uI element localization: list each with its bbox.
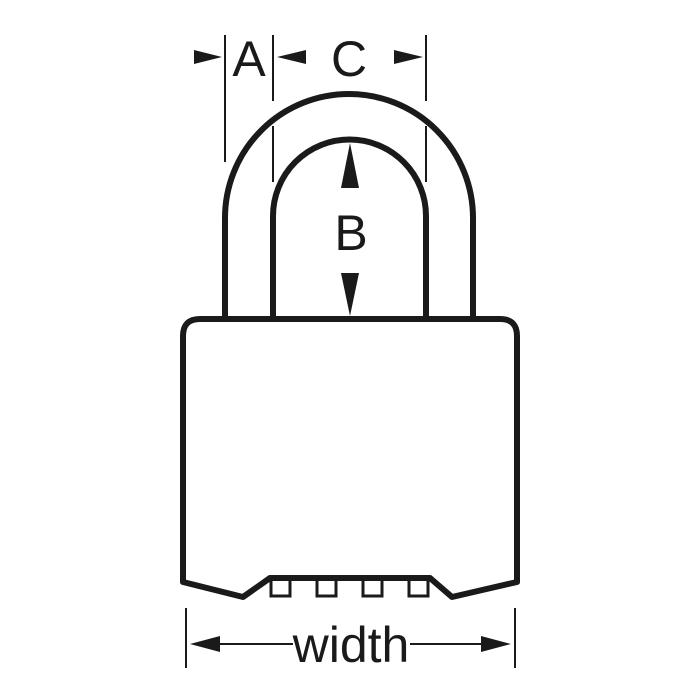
- arrow-c-right-icon: [394, 50, 423, 64]
- lock-body: [180, 316, 520, 600]
- arrow-width-right-icon: [481, 636, 511, 652]
- label-c: C: [331, 31, 367, 87]
- shackle-inner: [270, 136, 429, 319]
- arrow-c-left-icon: [277, 50, 306, 64]
- dial-window: [315, 577, 338, 598]
- dial-window: [269, 577, 292, 598]
- label-a: A: [232, 31, 266, 87]
- arrow-b-up-icon: [341, 143, 359, 188]
- combination-dials: [269, 577, 430, 598]
- label-b: B: [334, 205, 367, 261]
- dial-window: [361, 577, 384, 598]
- label-width: width: [292, 617, 410, 673]
- arrow-a-icon: [194, 50, 222, 64]
- dial-window: [407, 577, 430, 598]
- arrow-b-down-icon: [341, 273, 359, 316]
- shackle-outer: [222, 91, 476, 319]
- arrow-width-left-icon: [190, 636, 220, 652]
